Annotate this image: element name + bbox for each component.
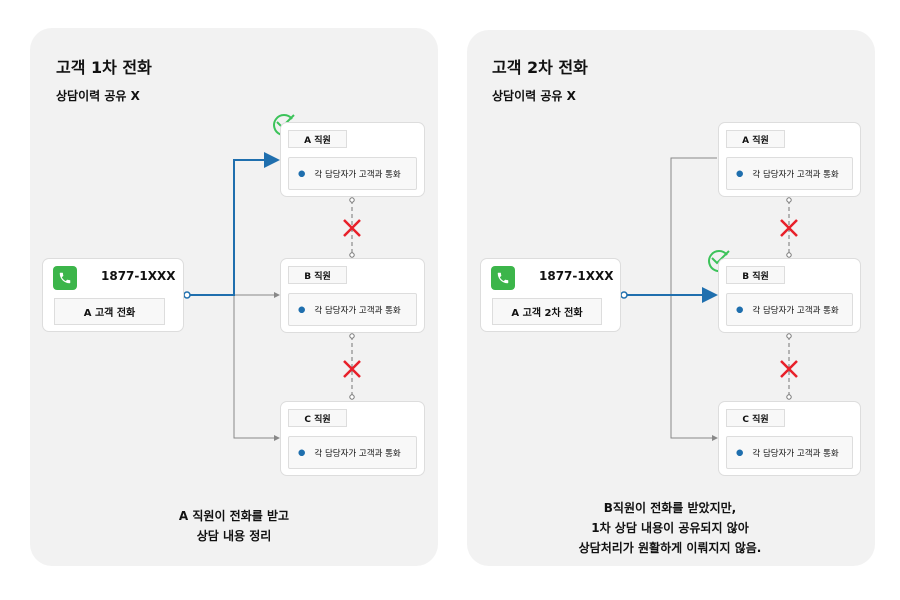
phone-icon [53,266,77,290]
headset-agent-icon: ● [736,304,744,315]
phone-card: 1877-1XXX A 고객 2차 전화 [480,258,621,332]
call-label: A 고객 2차 전화 [492,298,602,325]
phone-card: 1877-1XXX A 고객 전화 [42,258,184,332]
staff-card-a: A 직원 ● 각 담당자가 고객과 통화 [718,122,861,197]
left-connectors [183,152,355,441]
staff-name: C 직원 [726,409,785,427]
call-label: A 고객 전화 [54,298,165,325]
headset-agent-icon: ● [736,447,744,458]
cross-icon [780,360,798,378]
staff-card-a: A 직원 ● 각 담당자가 고객과 통화 [280,122,425,197]
right-title: 고객 2차 전화 [492,58,588,77]
staff-card-b: B 직원 ● 각 담당자가 고객과 통화 [718,258,861,333]
right-connectors [620,157,792,441]
caption-line: 상담 내용 정리 [196,529,272,543]
phone-icon [491,266,515,290]
caption-line: A 직원이 전화를 받고 [178,509,290,523]
right-caption: B직원이 전화를 받았지만, 1차 상담 내용이 공유되지 않아 상담처리가 원… [520,498,820,558]
cross-icon [343,219,361,237]
left-subtitle: 상담이력 공유 X [56,89,140,103]
staff-name: B 직원 [288,266,347,284]
headset-agent-icon: ● [736,168,744,179]
headset-agent-icon: ● [298,304,306,315]
caption-line: B직원이 전화를 받았지만, [603,501,737,515]
staff-name: B 직원 [726,266,785,284]
staff-task: 각 담당자가 고객과 통화 [314,305,401,316]
headset-agent-icon: ● [298,168,306,179]
staff-task: 각 담당자가 고객과 통화 [752,169,839,180]
phone-number: 1877-1XXX [101,269,176,283]
staff-task: 각 담당자가 고객과 통화 [314,169,401,180]
staff-task: 각 담당자가 고객과 통화 [752,448,839,459]
phone-number: 1877-1XXX [539,269,614,283]
staff-name: A 직원 [288,130,347,148]
staff-task: 각 담당자가 고객과 통화 [314,448,401,459]
staff-name: C 직원 [288,409,347,427]
staff-card-b: B 직원 ● 각 담당자가 고객과 통화 [280,258,425,333]
staff-name: A 직원 [726,130,785,148]
cross-icon [780,219,798,237]
right-subtitle: 상담이력 공유 X [492,89,576,103]
staff-card-c: C 직원 ● 각 담당자가 고객과 통화 [280,401,425,476]
caption-line: 상담처리가 원활하게 이뤄지지 않음. [578,541,762,555]
headset-agent-icon: ● [298,447,306,458]
left-title: 고객 1차 전화 [56,58,152,77]
caption-line: 1차 상담 내용이 공유되지 않아 [591,521,749,535]
left-caption: A 직원이 전화를 받고 상담 내용 정리 [84,506,384,546]
staff-task: 각 담당자가 고객과 통화 [752,305,839,316]
cross-icon [343,360,361,378]
staff-card-c: C 직원 ● 각 담당자가 고객과 통화 [718,401,861,476]
